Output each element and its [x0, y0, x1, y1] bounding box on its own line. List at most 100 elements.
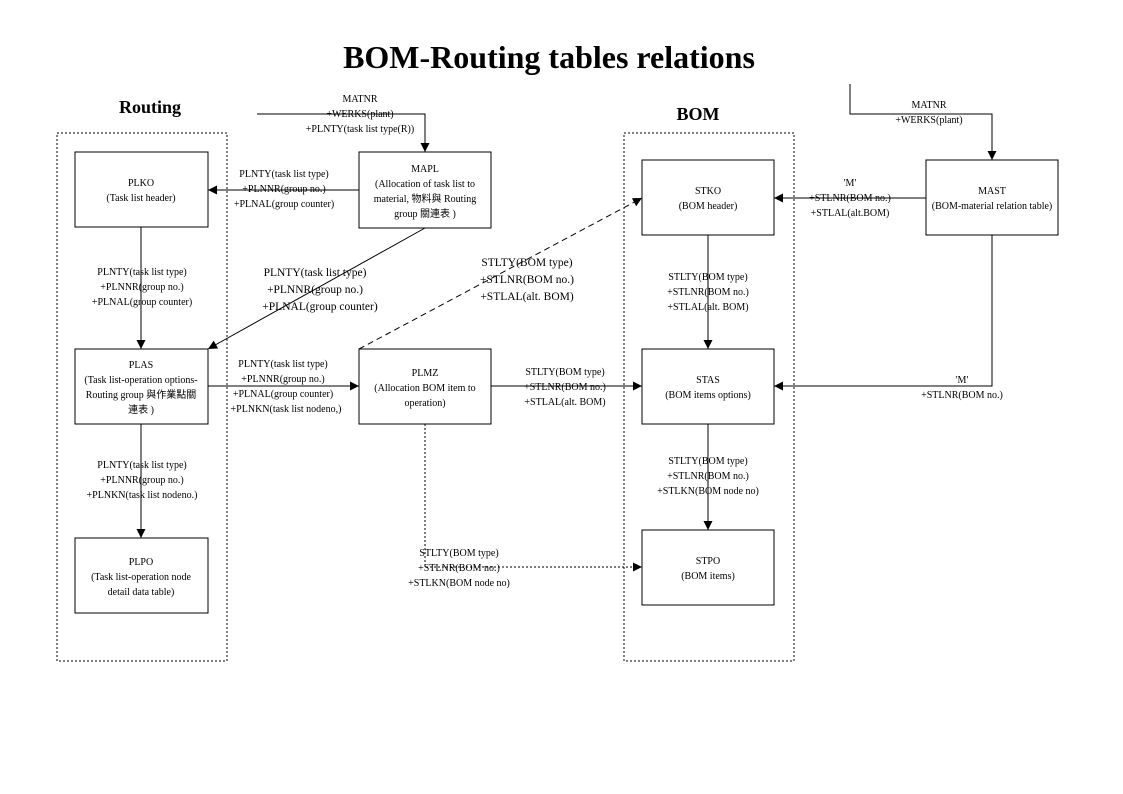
node-mast-desc-0: (BOM-material relation table) [932, 201, 1053, 212]
node-plas-desc-1: Routing group 與作業點關 [86, 388, 197, 401]
edge-label-line: +PLNNR(group no.) [242, 184, 325, 195]
edge-label-stko-stas: STLTY(BOM type) +STLNR(BOM no.) +STLAL(a… [667, 272, 749, 313]
edge-label-line: +STLAL(alt. BOM) [524, 397, 605, 408]
edge-label-mast-stko: 'M' +STLNR(BOM no.) +STLAL(alt.BOM) [809, 178, 891, 219]
arrow-plmz-stpo [424, 424, 642, 572]
node-stas-name: STAS [696, 375, 720, 386]
node-plas: PLAS (Task list-operation options- Routi… [74, 348, 209, 425]
edge-label-line: MATNR [911, 100, 946, 111]
node-plko-desc-0: (Task list header) [106, 193, 175, 204]
edge-label-line: STLTY(BOM type) [525, 367, 604, 378]
edge-label-line: +STLAL(alt. BOM) [667, 302, 748, 313]
node-plmz: PLMZ (Allocation BOM item to operation) [358, 348, 492, 425]
edge-label-line: +STLAL(alt.BOM) [811, 208, 890, 219]
arrow-mapl-plas [207, 227, 426, 350]
edge-label-line: PLNTY(task list type) [264, 267, 367, 279]
node-plas-desc-2: 連表 ) [128, 403, 154, 416]
edge-label-line: +STLKN(BOM node no) [408, 578, 510, 589]
edge-label-plas-plmz: PLNTY(task list type) +PLNNR(group no.) … [231, 359, 342, 415]
edge-label-line: +STLNR(BOM no.) [809, 193, 891, 204]
node-mapl-desc-0: (Allocation of task list to [375, 179, 475, 190]
node-plmz-name: PLMZ [412, 368, 439, 379]
edge-label-line: +PLNKN(task list nodeno.) [87, 490, 198, 501]
node-plas-desc-0: (Task list-operation options- [84, 375, 197, 386]
edge-label-line: +STLAL(alt. BOM) [480, 291, 574, 303]
edge-label-line: +PLNTY(task list type(R)) [306, 124, 414, 135]
node-mapl: MAPL (Allocation of task list to materia… [358, 151, 492, 229]
edge-label-line: +PLNNR(group no.) [100, 282, 183, 293]
edge-label-line: +PLNAL(group counter) [262, 301, 378, 313]
node-mast: MAST (BOM-material relation table) [925, 159, 1059, 236]
edge-label-line: +WERKS(plant) [326, 109, 393, 120]
edge-label-stas-stpo: STLTY(BOM type) +STLNR(BOM no.) +STLKN(B… [657, 456, 759, 497]
node-stko-desc-0: (BOM header) [679, 201, 738, 212]
node-plmz-desc-0: (Allocation BOM item to [374, 383, 475, 394]
edge-label-line: STLTY(BOM type) [481, 257, 572, 269]
node-mapl-name: MAPL [411, 164, 439, 175]
edge-label-plas-plpo: PLNTY(task list type) +PLNNR(group no.) … [87, 460, 198, 501]
node-plpo-name: PLPO [129, 557, 153, 568]
edge-label-plmz-stko: STLTY(BOM type) +STLNR(BOM no.) +STLAL(a… [480, 257, 574, 303]
edge-label-line: +STLNR(BOM no.) [667, 287, 749, 298]
node-plpo-desc-0: (Task list-operation node [91, 572, 191, 583]
node-plpo-desc-1: detail data table) [108, 587, 175, 598]
edge-label-line: +PLNAL(group counter) [233, 389, 333, 400]
arrow-mast-stas [774, 235, 993, 391]
node-plpo: PLPO (Task list-operation node detail da… [74, 537, 209, 614]
node-stpo: STPO (BOM items) [641, 529, 775, 606]
edge-label-in-mast: MATNR +WERKS(plant) [895, 100, 962, 126]
edge-label-line: 'M' [956, 375, 969, 386]
node-stas-desc-0: (BOM items options) [665, 390, 751, 401]
node-plko-name: PLKO [128, 178, 154, 189]
node-stpo-desc-0: (BOM items) [681, 571, 735, 582]
edge-label-line: +PLNKN(task list nodeno,) [231, 404, 342, 415]
edge-label-line: STLTY(BOM type) [419, 548, 498, 559]
edge-label-line: +PLNAL(group counter) [234, 199, 334, 210]
node-stpo-name: STPO [696, 556, 720, 567]
edge-label-plmz-stas: STLTY(BOM type) +STLNR(BOM no.) +STLAL(a… [524, 367, 606, 408]
edge-label-line: PLNTY(task list type) [238, 359, 327, 370]
node-plmz-desc-1: operation) [404, 398, 445, 409]
edge-label-in-mapl: MATNR +WERKS(plant) +PLNTY(task list typ… [306, 94, 414, 135]
routing-group [56, 132, 228, 662]
diagram-title: BOM-Routing tables relations [343, 39, 755, 75]
edge-label-line: PLNTY(task list type) [239, 169, 328, 180]
edge-label-line: STLTY(BOM type) [668, 272, 747, 283]
edge-label-line: +STLNR(BOM no.) [667, 471, 749, 482]
node-stko: STKO (BOM header) [641, 159, 775, 236]
edge-label-line: +WERKS(plant) [895, 115, 962, 126]
edge-label-line: 'M' [844, 178, 857, 189]
edge-label-line: STLTY(BOM type) [668, 456, 747, 467]
edge-label-mapl-plko: PLNTY(task list type) +PLNNR(group no.) … [234, 169, 334, 210]
node-mapl-desc-1: material, 物料與 Routing [374, 192, 477, 205]
arrow-input-mapl [257, 113, 430, 152]
node-plas-name: PLAS [129, 360, 153, 371]
edge-label-line: +PLNNR(group no.) [241, 374, 324, 385]
edge-label-plko-plas: PLNTY(task list type) +PLNNR(group no.) … [92, 267, 192, 308]
edge-label-mapl-plas: PLNTY(task list type) +PLNNR(group no.) … [262, 267, 378, 313]
node-mapl-desc-2: group 關連表 ) [394, 207, 456, 220]
edge-label-line: +STLNR(BOM no.) [524, 382, 606, 393]
node-plko: PLKO (Task list header) [74, 151, 209, 228]
edge-label-line: +PLNNR(group no.) [267, 284, 363, 296]
group-label-routing: Routing [119, 97, 181, 117]
edge-label-line: MATNR [342, 94, 377, 105]
edge-label-line: +STLNR(BOM no.) [921, 390, 1003, 401]
edge-label-plmz-stpo: STLTY(BOM type) +STLNR(BOM no.) +STLKN(B… [408, 548, 510, 589]
arrow-plmz-stko [358, 197, 643, 350]
node-stko-name: STKO [695, 186, 721, 197]
edge-label-line: +STLNR(BOM no.) [480, 274, 574, 286]
node-stas: STAS (BOM items options) [641, 348, 775, 425]
edge-label-line: PLNTY(task list type) [97, 267, 186, 278]
edge-label-line: +STLKN(BOM node no) [657, 486, 759, 497]
bom-group [623, 132, 795, 662]
edge-label-line: +PLNAL(group counter) [92, 297, 192, 308]
node-mast-name: MAST [978, 186, 1006, 197]
arrow-input-mast [849, 84, 997, 160]
group-label-bom: BOM [677, 104, 720, 124]
edge-label-line: +PLNNR(group no.) [100, 475, 183, 486]
edge-label-mast-stas: 'M' +STLNR(BOM no.) [921, 375, 1003, 401]
edge-label-line: PLNTY(task list type) [97, 460, 186, 471]
edge-label-line: +STLNR(BOM no.) [418, 563, 500, 574]
